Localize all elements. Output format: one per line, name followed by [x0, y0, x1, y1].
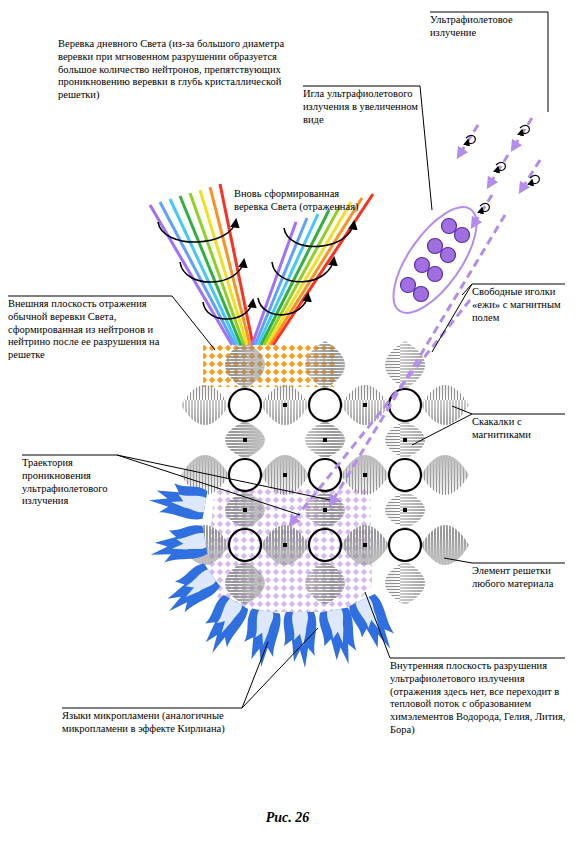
rope-spiral [180, 260, 244, 282]
spin-curl [480, 203, 489, 211]
annotation-label: Вновь сформированная веревка Света (отра… [234, 188, 369, 214]
magnet-square [283, 543, 287, 547]
uv-arrow [458, 125, 478, 157]
jump-rope-spring [305, 341, 345, 389]
lattice-node [389, 529, 421, 561]
annotation-label: Свободные иголки «ежи» с магнитным полем [472, 286, 568, 324]
rope-spiral [272, 258, 334, 282]
jump-rope-spring [385, 421, 425, 459]
annotation-label: Скакалки с магнитиками [472, 416, 568, 442]
jump-rope-spring [261, 455, 309, 495]
rope-spiral [284, 222, 354, 247]
jump-rope-spring [421, 525, 469, 565]
jump-rope-spring [305, 421, 345, 459]
jump-rope-spring [181, 385, 229, 425]
magnet-square [403, 438, 407, 442]
uv-arrow [472, 195, 492, 227]
uv-particle [414, 287, 429, 302]
annotation-label: Внешняя плоскость отражения обычной вере… [8, 298, 173, 362]
uv-particle [441, 248, 456, 263]
magnet-square [323, 438, 327, 442]
jump-rope-spring [225, 421, 265, 459]
magnet-square [323, 508, 327, 512]
uv-trajectory [330, 215, 505, 505]
leader-line [62, 642, 268, 708]
magnet-square [243, 508, 247, 512]
uv-rays [290, 118, 540, 525]
micro-flame [347, 593, 400, 658]
annotation-label: Элемент решетки любого материала [472, 565, 568, 591]
uv-particle [415, 258, 430, 273]
leader-line [242, 628, 318, 708]
annotation-label: Ультрафиолетовое излучение [430, 14, 550, 40]
rope-spiral [203, 300, 253, 319]
jump-rope-spring [261, 525, 309, 565]
annotation-label: Траектория проникновения ультрафиолетово… [22, 457, 118, 508]
spin-curl [520, 125, 529, 133]
annotation-label: Языки микропламени (аналогичные микропла… [62, 710, 242, 736]
magnet-square [363, 403, 367, 407]
jump-rope-spring [385, 491, 425, 529]
annotation-label: Игла ультрафиолетового излучения в увели… [303, 88, 423, 126]
leader-line [365, 592, 565, 658]
uv-arrow [512, 118, 532, 150]
spin-curl [530, 175, 539, 183]
lattice-node [309, 389, 341, 421]
magnet-square [403, 508, 407, 512]
uv-arrow [520, 160, 540, 192]
magnet-square [363, 543, 367, 547]
leader-line [462, 284, 472, 295]
lattice-node [229, 529, 261, 561]
leader-line [444, 558, 565, 563]
magnet-square [283, 473, 287, 477]
rope-strand [160, 202, 235, 345]
jump-rope-spring [225, 341, 265, 389]
rope-strand [200, 190, 247, 345]
magnet-square [243, 438, 247, 442]
leader-line [452, 406, 565, 414]
reflected-rope [252, 194, 373, 345]
jump-rope-spring [261, 385, 309, 425]
lattice-node [229, 389, 261, 421]
uv-particle [428, 267, 443, 282]
micro-flame [194, 594, 250, 659]
micro-flame [147, 524, 208, 566]
micro-flame [147, 479, 208, 521]
jump-rope-spring [421, 455, 469, 495]
lattice-node [309, 529, 341, 561]
jump-rope-spring [225, 561, 265, 605]
magnet-square [283, 403, 287, 407]
uv-arrow [488, 155, 508, 187]
lattice-node [229, 459, 261, 491]
rope-strand [273, 194, 373, 345]
rope-strand [270, 198, 362, 345]
uv-particle [428, 239, 443, 254]
rope-spiral [158, 220, 236, 242]
rope-strand [267, 202, 351, 345]
uv-particle [455, 228, 470, 243]
lattice-node [309, 459, 341, 491]
rope-strand [264, 206, 340, 345]
leader-lines [8, 12, 565, 708]
uv-particle [442, 219, 457, 234]
jump-rope-spring [341, 525, 389, 565]
annotation-label: Внутренняя плоскость разрушения ультрафи… [390, 660, 570, 737]
uv-particle [401, 278, 416, 293]
figure-caption: Рис. 26 [0, 810, 575, 826]
spin-curl [466, 135, 475, 143]
needle-particles [401, 219, 470, 302]
leader-line [117, 455, 300, 515]
annotation-label: Веревка дневного Света (из-за большого д… [58, 38, 303, 102]
rope-spiral [258, 294, 308, 315]
leader-line [412, 414, 472, 445]
magnet-square [363, 473, 367, 477]
jump-rope-spring [385, 561, 425, 605]
spin-curl [496, 162, 505, 170]
micro-flame [157, 562, 222, 621]
jump-rope-spring [305, 561, 345, 605]
lattice-node [389, 459, 421, 491]
